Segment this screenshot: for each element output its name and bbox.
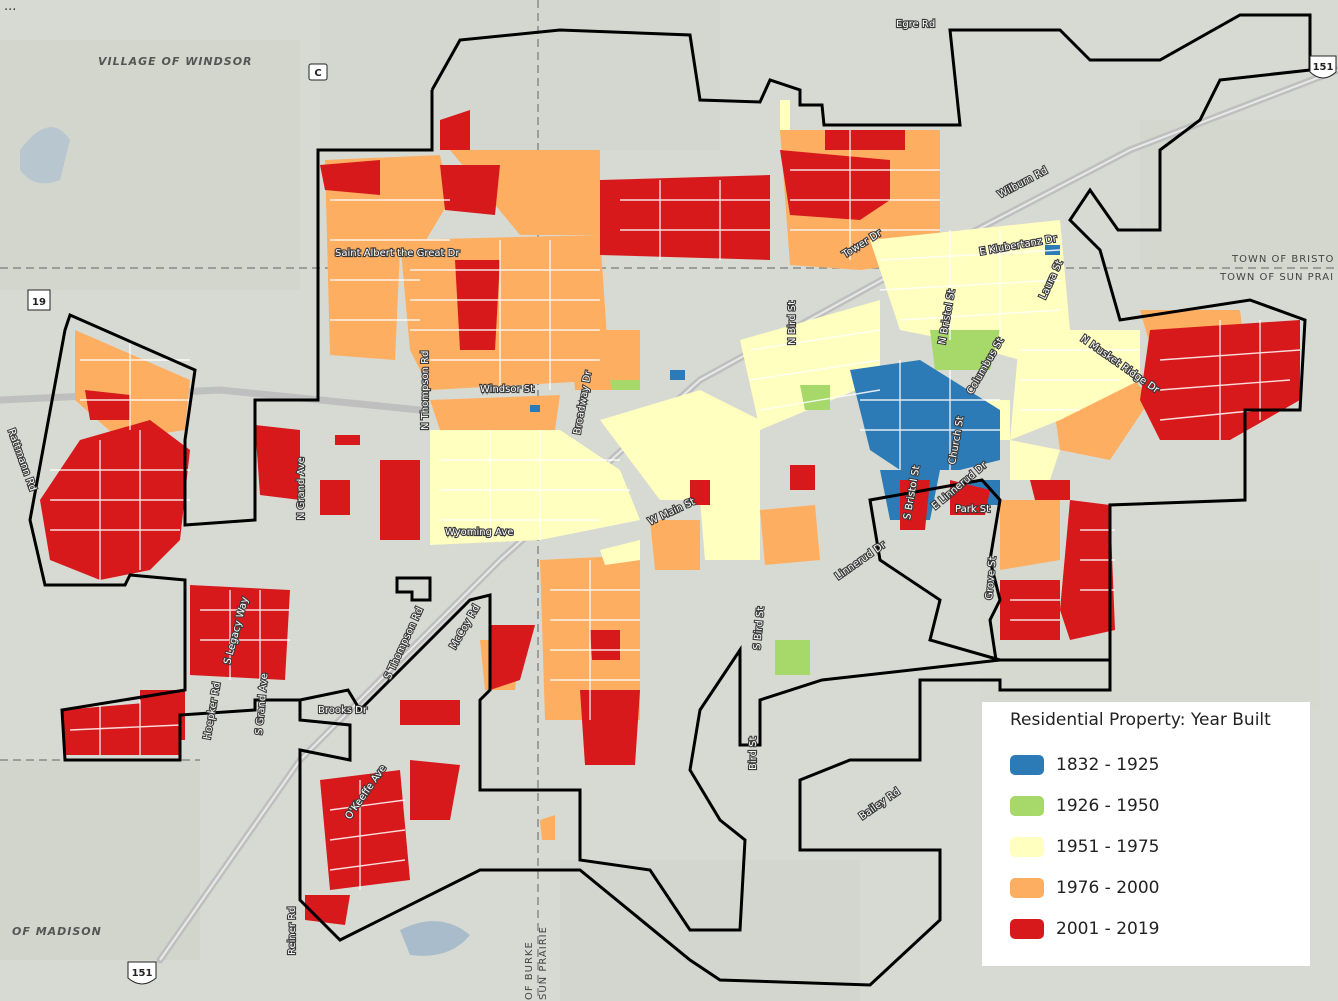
legend-label: 1832 - 1925 xyxy=(1056,754,1160,775)
road-label-reiner: Reiner Rd xyxy=(287,906,298,955)
legend-label: 1976 - 2000 xyxy=(1056,877,1160,898)
map-legend: Residential Property: Year Built 1832 - … xyxy=(982,702,1310,966)
road-label-nthompson: N Thompson Rd xyxy=(420,351,431,430)
road-label-egre: Egre Rd xyxy=(896,19,935,30)
svg-text:151: 151 xyxy=(132,968,153,979)
svg-text:151: 151 xyxy=(1313,62,1334,73)
water-feature xyxy=(20,127,70,184)
legend-item-2001-2019: 2001 - 2019 xyxy=(1010,908,1310,949)
parcels-2001-2019 xyxy=(40,110,1300,925)
legend-title: Residential Property: Year Built xyxy=(1010,710,1271,730)
svg-text:C: C xyxy=(314,68,321,79)
legend-swatch xyxy=(1010,754,1044,775)
shield-us-151: 151 xyxy=(127,961,157,985)
water-feature-south xyxy=(400,921,470,956)
shield-county-c: C xyxy=(308,63,328,81)
boundary-enclave xyxy=(395,576,432,602)
svg-text:19: 19 xyxy=(32,297,46,308)
city-boundary-west xyxy=(28,90,434,762)
legend-item-1832-1925: 1832 - 1925 xyxy=(1010,744,1310,785)
place-label-town-bristol: TOWN OF BRISTO xyxy=(1231,254,1334,265)
place-label-burke-2: SUN PRAIRIE xyxy=(538,926,549,1000)
road-label-park: Park St xyxy=(955,504,990,515)
legend-label: 1951 - 1975 xyxy=(1056,836,1160,857)
legend-swatch xyxy=(1010,836,1044,857)
legend-label: 1926 - 1950 xyxy=(1056,795,1160,816)
legend-swatch xyxy=(1010,877,1044,898)
city-boundary xyxy=(298,13,1312,987)
place-label-burke: OF BURKE xyxy=(524,941,535,1000)
legend-item-1926-1950: 1926 - 1950 xyxy=(1010,785,1310,826)
road-label-wyoming: Wyoming Ave xyxy=(445,527,513,538)
legend-item-1951-1975: 1951 - 1975 xyxy=(1010,826,1310,867)
road-label-albert: Saint Albert the Great Dr xyxy=(335,248,460,259)
title-fragment: ... xyxy=(4,0,16,14)
road-label-grove: Grove St xyxy=(984,556,999,600)
road-label-bird: Bird St xyxy=(748,737,759,770)
road-label-brooks: Brooks Dr xyxy=(318,705,368,716)
road-label-nbird: N Bird St xyxy=(787,301,798,345)
legend-label: 2001 - 2019 xyxy=(1056,918,1160,939)
legend-swatch xyxy=(1010,795,1044,816)
place-label-town-sunprairie: TOWN OF SUN PRAI xyxy=(1219,272,1334,283)
legend-swatch xyxy=(1010,918,1044,939)
parcels-1951-1975 xyxy=(430,100,1140,565)
place-label-windsor: VILLAGE OF WINDSOR xyxy=(98,55,253,68)
road-label-sbird: S Bird St xyxy=(752,606,767,650)
road-label-sgrand: S Grand Ave xyxy=(254,673,270,735)
road-label-ngrand: N Grand Ave xyxy=(296,457,307,520)
road-label-windsor-st: Windsor St xyxy=(480,384,534,395)
parcels-1926-1950 xyxy=(610,330,1000,675)
place-label-madison: OF MADISON xyxy=(12,925,102,938)
shield-us-19: 19 xyxy=(27,289,51,311)
legend-item-1976-2000: 1976 - 2000 xyxy=(1010,867,1310,908)
shield-us-151-north: 151 xyxy=(1309,55,1337,79)
